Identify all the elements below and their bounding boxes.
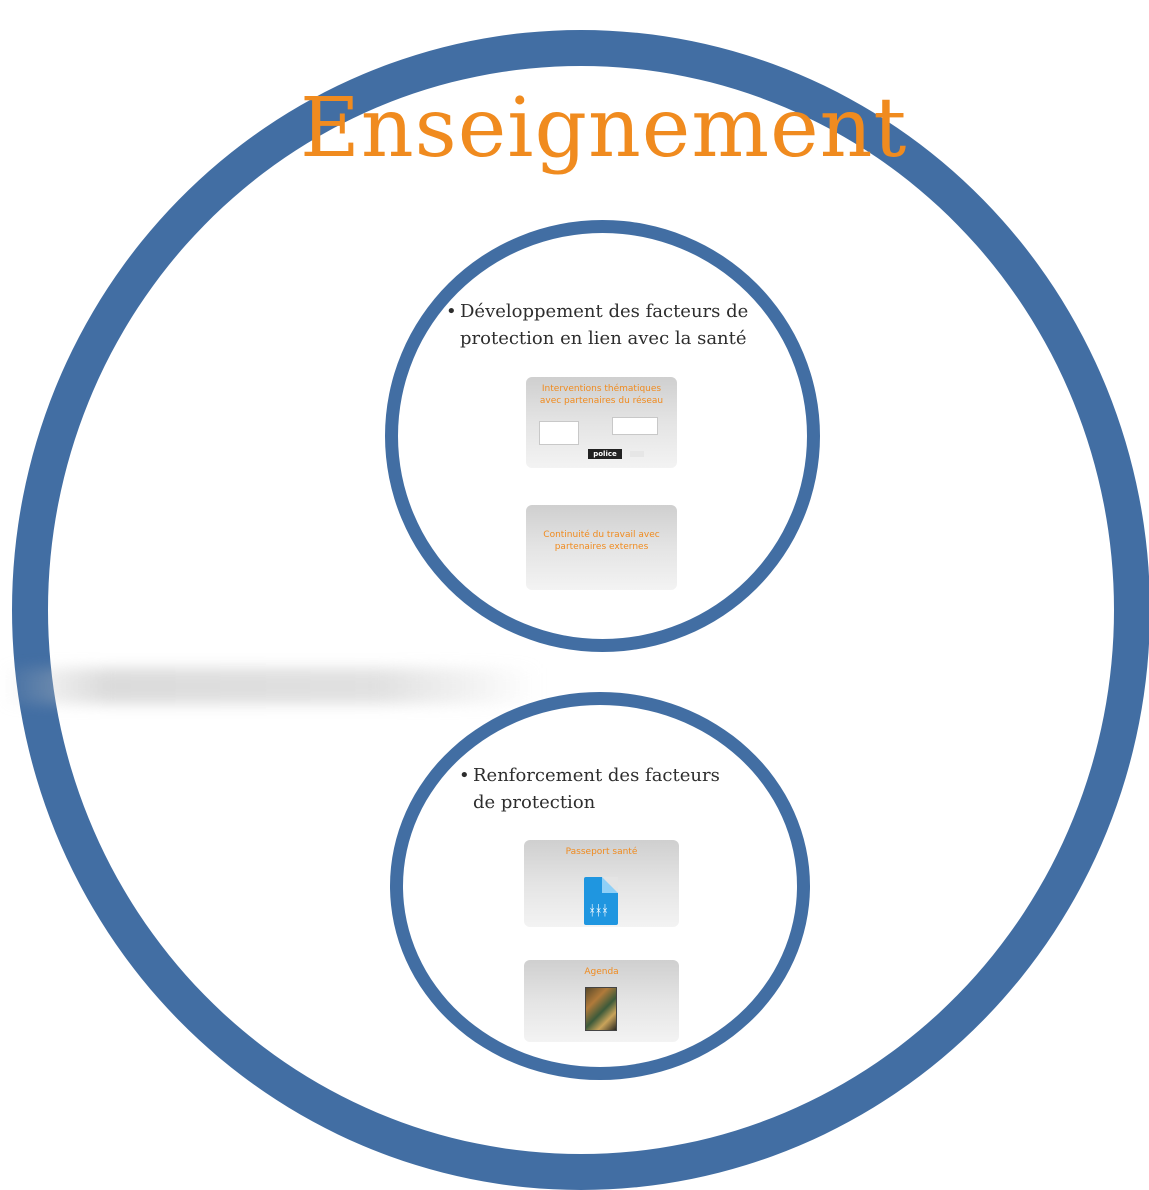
top-topic-line1: Développement des facteurs de [460, 301, 749, 322]
card-agenda[interactable]: Agenda [524, 960, 679, 1042]
partner-logo-3 [630, 451, 644, 457]
shadow-divider [0, 668, 540, 704]
bullet-icon: • [446, 301, 457, 322]
card-continuite-label: Continuité du travail avec partenaires e… [543, 530, 660, 552]
bottom-topic-line2: de protection [473, 792, 596, 813]
card-passeport-label: Passeport santé [565, 847, 638, 857]
card-agenda-label: Agenda [584, 967, 619, 977]
card-interventions-label: Interventions thématiques avec partenair… [539, 384, 664, 406]
bullet-icon: • [459, 765, 470, 786]
top-topic-line2: protection en lien avec la santé [460, 328, 747, 349]
document-icon: ᚼᚼᚼ [584, 877, 618, 925]
bottom-topic-line1: Renforcement des facteurs [473, 765, 720, 786]
card-continuite[interactable]: Continuité du travail avec partenaires e… [526, 505, 677, 590]
top-topic-text: • Développement des facteurs de protecti… [446, 298, 776, 352]
card-passeport-sante[interactable]: Passeport santé ᚼᚼᚼ [524, 840, 679, 927]
partner-logo-1 [539, 421, 579, 445]
bottom-topic-text: • Renforcement des facteurs de protectio… [459, 762, 749, 816]
police-logo: police [588, 449, 622, 459]
card-interventions[interactable]: Interventions thématiques avec partenair… [526, 377, 677, 468]
partner-logo-2 [612, 417, 658, 435]
page-title: Enseignement [300, 81, 908, 176]
book-cover-image [585, 987, 617, 1031]
